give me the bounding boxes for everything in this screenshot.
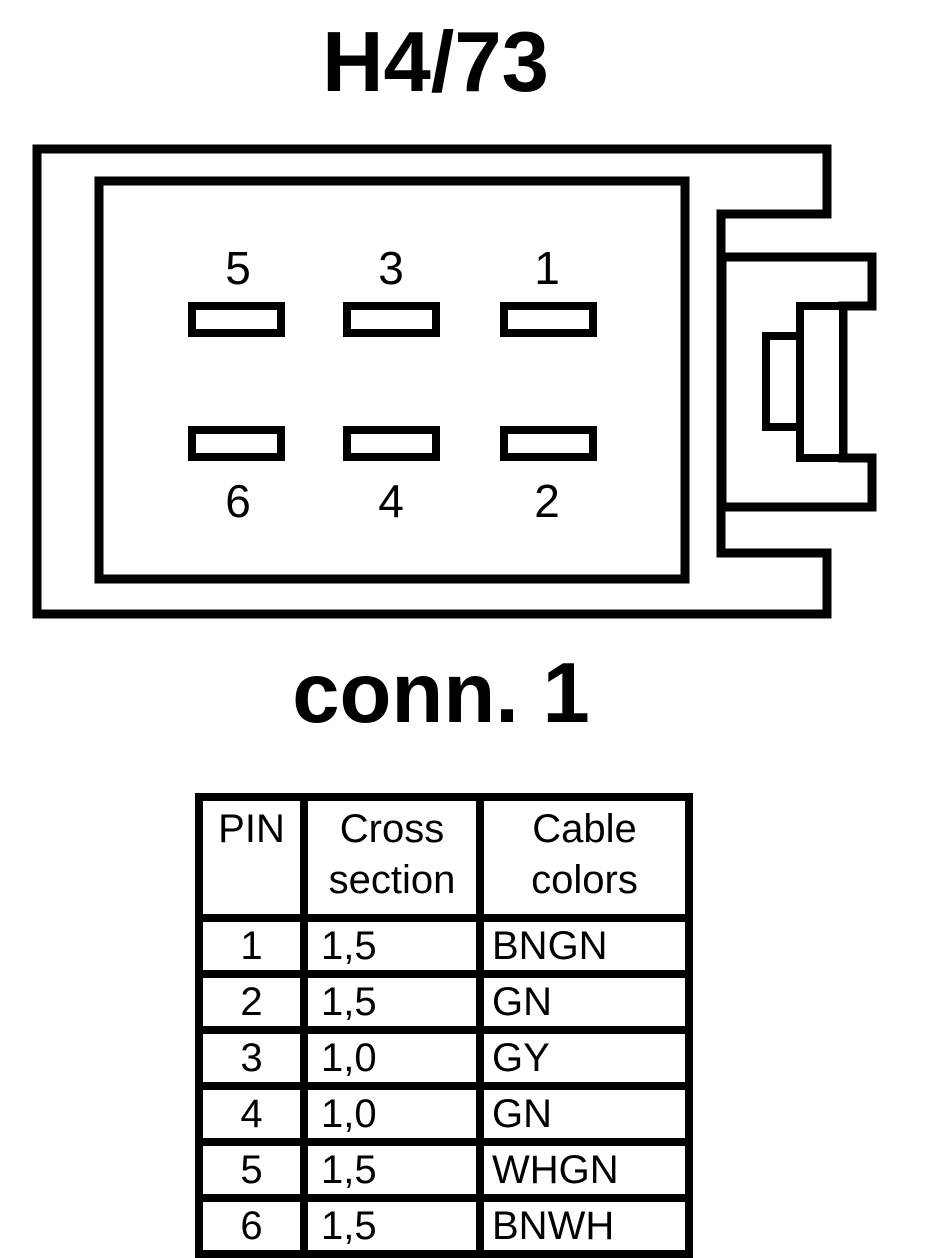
cable-color-cell: BNWH	[476, 1194, 693, 1258]
cross-section-cell: 1,5	[300, 970, 484, 1034]
cross-section-cell: 1,5	[300, 1194, 484, 1258]
cable-color-cell: WHGN	[476, 1138, 693, 1202]
pin-slot-5	[188, 302, 285, 337]
pin-cell: 5	[195, 1138, 308, 1202]
cable-color-cell: GN	[476, 1082, 693, 1146]
header-cable-colors: Cable colors	[476, 793, 693, 922]
pin-slot-1	[500, 302, 597, 337]
side-latch-tab-large	[796, 302, 847, 462]
pin-label-1: 1	[534, 242, 560, 294]
pin-cell: 6	[195, 1194, 308, 1258]
pin-slot-2	[500, 426, 597, 461]
pin-cell: 1	[195, 914, 308, 978]
header-pin: PIN	[195, 793, 308, 922]
table-row: 4 1,0 GN	[195, 1082, 693, 1146]
cross-section-cell: 1,0	[300, 1026, 484, 1090]
pin-label-6: 6	[225, 475, 251, 527]
table-row: 3 1,0 GY	[195, 1026, 693, 1090]
pin-slot-3	[343, 302, 440, 337]
cross-section-cell: 1,5	[300, 1138, 484, 1202]
pin-cell: 3	[195, 1026, 308, 1090]
connector-caption: conn. 1	[292, 646, 590, 741]
pin-label-2: 2	[534, 475, 560, 527]
side-latch-tab-small	[762, 332, 804, 431]
cable-color-cell: GN	[476, 970, 693, 1034]
pin-label-4: 4	[378, 475, 404, 527]
page-title: H4/73	[322, 15, 549, 110]
pin-slot-4	[343, 426, 440, 461]
table-row: 6 1,5 BNWH	[195, 1194, 693, 1258]
header-cross-section: Cross section	[300, 793, 484, 922]
table-header-row: PIN Cross section Cable colors	[195, 793, 693, 922]
pin-label-5: 5	[225, 242, 251, 294]
connector-diagram: 5 3 1 6 4 2	[32, 144, 877, 619]
cable-color-cell: GY	[476, 1026, 693, 1090]
table-row: 1 1,5 BNGN	[195, 914, 693, 978]
table-row: 5 1,5 WHGN	[195, 1138, 693, 1202]
pin-table: PIN Cross section Cable colors 1 1,5 BNG…	[195, 793, 693, 1258]
cross-section-cell: 1,0	[300, 1082, 484, 1146]
pin-cavity-outline	[94, 176, 690, 584]
pin-slot-6	[188, 426, 285, 461]
cross-section-cell: 1,5	[300, 914, 484, 978]
pin-cell: 2	[195, 970, 308, 1034]
cable-color-cell: BNGN	[476, 914, 693, 978]
pin-label-3: 3	[378, 242, 404, 294]
table-row: 2 1,5 GN	[195, 970, 693, 1034]
pin-cell: 4	[195, 1082, 308, 1146]
